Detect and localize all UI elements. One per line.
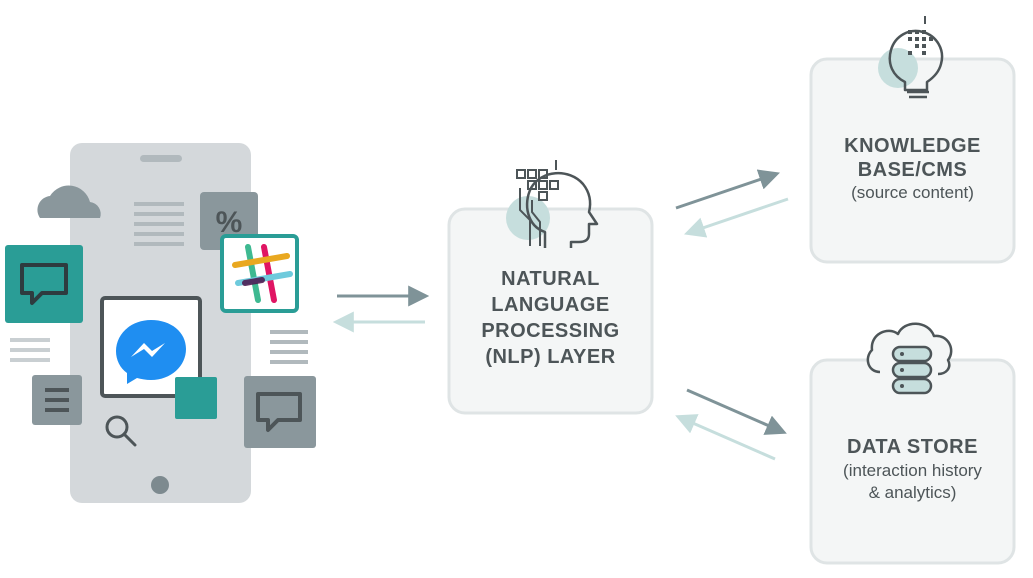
arrow-datastore-to-nlp	[675, 414, 776, 461]
nlp-title-line2: LANGUAGE	[491, 294, 609, 316]
messenger-icon	[100, 296, 202, 398]
document-lines-icon	[134, 202, 184, 246]
chat-bubble-icon-teal	[5, 245, 83, 323]
search-icon	[105, 415, 137, 447]
datastore-subtitle-line1: (interaction history	[843, 461, 982, 480]
ai-head-icon	[506, 160, 599, 248]
text-lines-icon-right	[270, 330, 308, 364]
phone-cluster: %	[5, 143, 316, 503]
phone-speaker	[140, 155, 182, 162]
list-icon	[32, 375, 82, 425]
text-lines-icon-left	[10, 338, 50, 362]
arrow-nlp-to-knowledge	[675, 169, 780, 210]
datastore-title: DATA STORE	[847, 436, 978, 458]
knowledge-title-line2: BASE/CMS	[858, 159, 968, 181]
data-store-box: DATA STORE (interaction history & analyt…	[809, 358, 1016, 565]
datastore-subtitle-line2: & analytics)	[869, 483, 957, 502]
arrow-nlp-to-datastore	[686, 388, 787, 435]
percent-symbol: %	[216, 206, 243, 239]
nlp-layer-box: NATURAL LANGUAGE PROCESSING (NLP) LAYER	[447, 207, 654, 415]
arrows-nlp-knowledge	[675, 169, 789, 238]
chat-bubble-icon-gray	[244, 376, 316, 448]
knowledge-title-line1: KNOWLEDGE	[844, 135, 981, 157]
phone-home-button	[151, 476, 169, 494]
nlp-title-line4: (NLP) LAYER	[485, 346, 615, 368]
arrow-knowledge-to-nlp	[684, 197, 789, 238]
teal-square-icon	[175, 377, 217, 419]
nlp-title-line3: PROCESSING	[481, 320, 619, 342]
nlp-title-line1: NATURAL	[501, 268, 600, 290]
knowledge-subtitle: (source content)	[851, 183, 974, 202]
knowledge-base-box: KNOWLEDGE BASE/CMS (source content)	[809, 57, 1016, 264]
cloud-icon	[37, 185, 101, 218]
arrows-nlp-datastore	[675, 388, 787, 461]
cloud-database-icon	[866, 322, 953, 395]
lightbulb-icon	[878, 16, 944, 99]
slack-icon	[220, 234, 299, 313]
arrows-phone-nlp	[332, 285, 430, 333]
